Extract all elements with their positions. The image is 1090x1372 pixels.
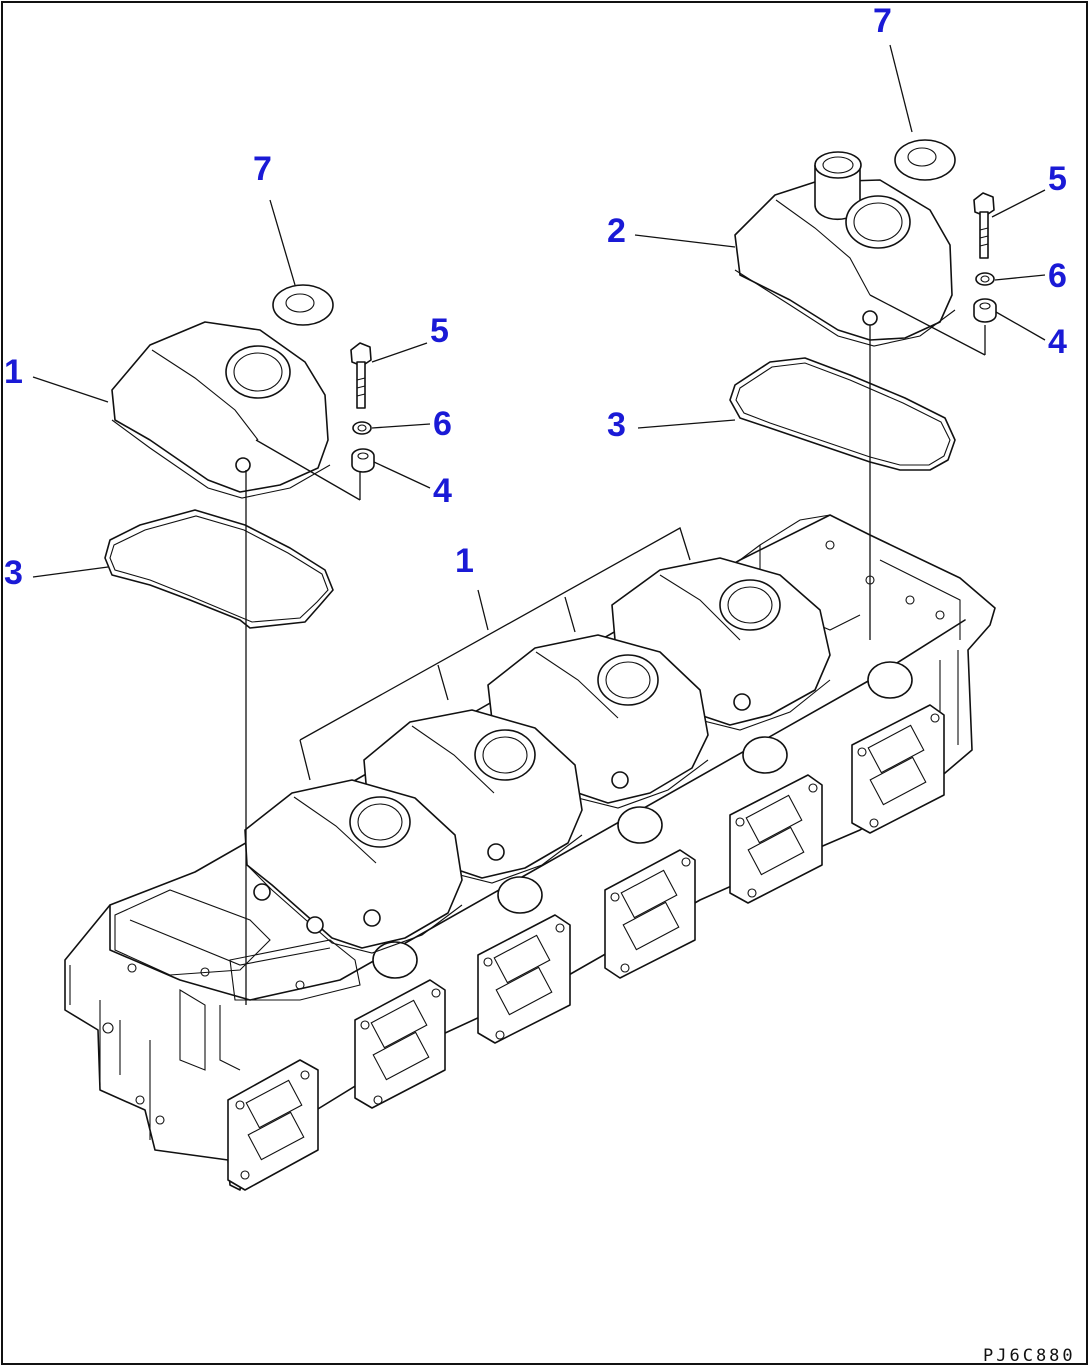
installed-head-covers xyxy=(244,527,831,954)
callout-label: 6 xyxy=(433,405,452,443)
callout-label: 5 xyxy=(430,312,449,350)
callout-label: 4 xyxy=(433,472,452,510)
callout-label: 1 xyxy=(455,542,474,580)
port-bosses xyxy=(372,661,913,979)
callout-label: 1 xyxy=(4,353,23,391)
callout-label: 7 xyxy=(253,150,272,188)
drawing-code: PJ6C880 xyxy=(983,1346,1076,1366)
callout-labels: 1 7 5 6 4 3 1 7 2 5 6 3 4 xyxy=(4,2,1067,592)
exploded-left-cover xyxy=(104,284,375,1005)
callout-label: 5 xyxy=(1048,160,1067,198)
callout-leaders xyxy=(32,44,1046,578)
callout-label: 2 xyxy=(607,212,626,250)
callout-label: 7 xyxy=(873,2,892,40)
callout-label: 3 xyxy=(4,554,23,592)
callout-label: 3 xyxy=(607,406,626,444)
callout-label: 4 xyxy=(1048,323,1067,361)
callout-label: 6 xyxy=(1048,257,1067,295)
intake-port-flanges xyxy=(227,704,945,1191)
exploded-right-cover xyxy=(729,139,997,640)
